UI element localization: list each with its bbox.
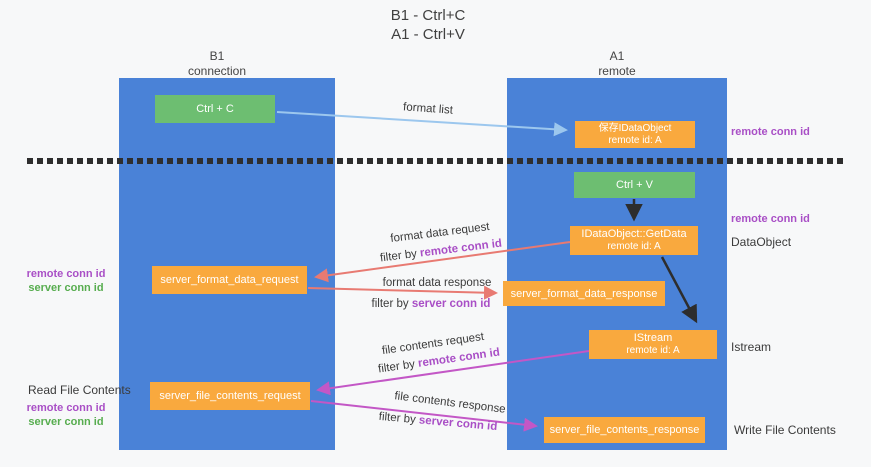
server-file-contents-response-label: server_file_contents_response bbox=[549, 424, 700, 436]
right-save-remote-conn-id-label: remote conn id bbox=[731, 126, 810, 138]
ctrl-v-label: Ctrl + V bbox=[616, 179, 653, 191]
server-file-contents-request-box: server_file_contents_request bbox=[150, 382, 310, 410]
istream-line1: IStream bbox=[633, 332, 673, 344]
lane-header-b1: B1 bbox=[209, 49, 225, 63]
server-format-data-response-label: server_format_data_response bbox=[510, 287, 658, 300]
getdata-box: IDataObject::GetData remote id: A bbox=[570, 226, 698, 255]
getdata-line2: remote id: A bbox=[607, 241, 661, 252]
read-file-contents-label: Read File Contents bbox=[28, 383, 131, 397]
server-file-contents-response-box: server_file_contents_response bbox=[544, 417, 705, 443]
remote-conn-id-label: remote conn id bbox=[26, 268, 106, 280]
diagram-title-line2: A1 - Ctrl+V bbox=[391, 26, 465, 43]
ctrl-c-box: Ctrl + C bbox=[155, 95, 275, 123]
dashed-divider-line bbox=[27, 158, 845, 164]
istream-line2: remote id: A bbox=[626, 345, 680, 356]
server-conn-id-key: server conn id bbox=[418, 414, 498, 434]
remote-conn-id-key: remote conn id bbox=[419, 237, 503, 260]
ctrl-c-label: Ctrl + C bbox=[196, 103, 234, 115]
ctrl-v-box: Ctrl + V bbox=[574, 172, 695, 198]
server-format-data-request-box: server_format_data_request bbox=[152, 266, 307, 294]
left-file-conn-ids: remote conn id server conn id bbox=[18, 401, 114, 429]
lane-header-remote: remote bbox=[598, 64, 636, 78]
filter-by-text: filter by bbox=[377, 357, 419, 376]
filter-by-text: filter by bbox=[378, 410, 420, 427]
istream-side-label: Istream bbox=[731, 340, 772, 354]
dataobject-label: DataObject bbox=[731, 235, 792, 249]
right-dataobject-remote-conn-id-label: remote conn id bbox=[731, 213, 810, 225]
diagram-title-line1: B1 - Ctrl+C bbox=[390, 7, 466, 24]
lane-header-connection: connection bbox=[187, 64, 247, 78]
lane-header-a1: A1 bbox=[609, 49, 625, 63]
server-conn-id-label: server conn id bbox=[28, 416, 104, 428]
server-conn-id-key: server conn id bbox=[411, 298, 491, 310]
server-format-data-response-box: server_format_data_response bbox=[503, 281, 665, 306]
format-data-response-filter-label: filter by server conn id bbox=[372, 298, 491, 310]
filter-by-text: filter by bbox=[371, 298, 412, 310]
save-dataobject-line1: 保存IDataObject bbox=[598, 122, 672, 134]
istream-box: IStream remote id: A bbox=[589, 330, 717, 359]
lane-header-a1-remote: A1 remote bbox=[557, 49, 677, 79]
write-file-contents-label: Write File Contents bbox=[734, 423, 836, 437]
diagram-title: B1 - Ctrl+C A1 - Ctrl+V bbox=[328, 6, 528, 44]
file-contents-response-filter-label: filter by server conn id bbox=[378, 411, 497, 433]
getdata-line1: IDataObject::GetData bbox=[581, 228, 687, 240]
save-dataobject-box: 保存IDataObject remote id: A bbox=[575, 121, 695, 148]
server-file-contents-request-label: server_file_contents_request bbox=[159, 390, 301, 402]
filter-by-text: filter by bbox=[379, 247, 421, 265]
server-format-data-request-label: server_format_data_request bbox=[160, 274, 299, 286]
remote-conn-id-label: remote conn id bbox=[26, 402, 106, 414]
left-format-conn-ids: remote conn id server conn id bbox=[18, 267, 114, 295]
lane-header-b1-connection: B1 connection bbox=[157, 49, 277, 79]
save-dataobject-line2: remote id: A bbox=[608, 134, 662, 146]
server-conn-id-label: server conn id bbox=[28, 282, 104, 294]
file-contents-response-label: file contents response bbox=[393, 390, 507, 416]
format-data-response-label: format data response bbox=[382, 277, 492, 289]
format-list-label: format list bbox=[402, 101, 454, 117]
